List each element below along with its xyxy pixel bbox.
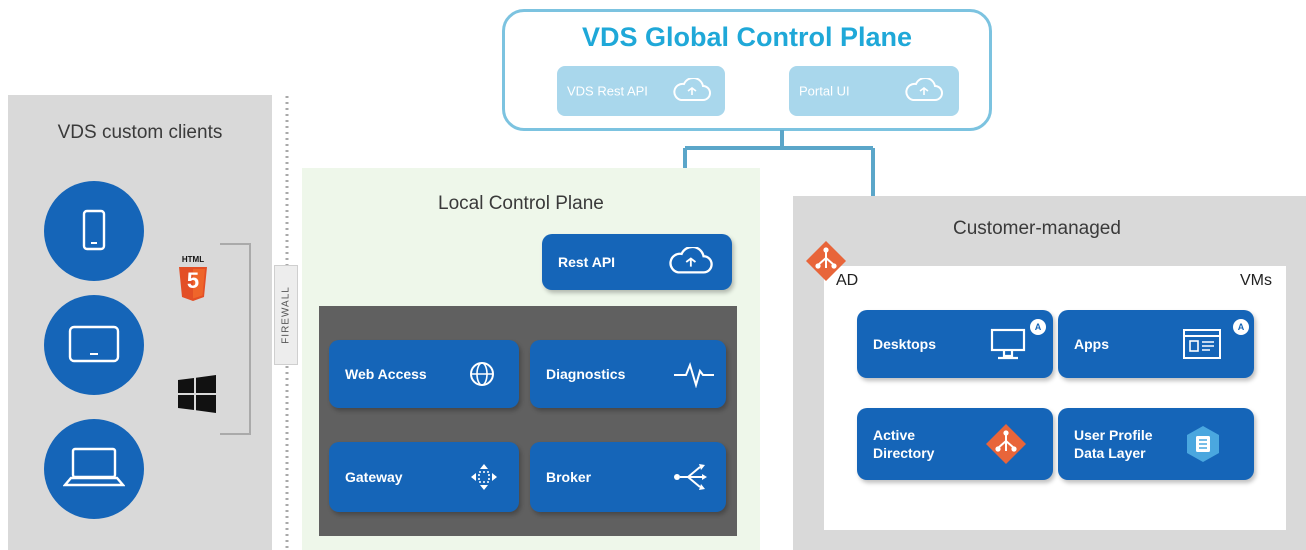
customer-title: Customer-managed bbox=[953, 218, 1121, 239]
global-title: VDS Global Control Plane bbox=[581, 22, 913, 52]
apps-badge: A bbox=[1233, 319, 1249, 335]
laptop-icon bbox=[63, 447, 125, 487]
portal-ui-tile: Portal UI bbox=[789, 66, 959, 116]
vds-rest-api-label: VDS Rest API bbox=[567, 83, 648, 99]
ad-diamond-icon bbox=[986, 424, 1026, 464]
connector-arrows bbox=[675, 130, 883, 214]
cloud-sync-icon bbox=[673, 78, 711, 101]
html5-digit: 5 bbox=[186, 268, 200, 293]
global-control-plane: VDS Global Control Plane VDS Rest API Po… bbox=[502, 9, 992, 131]
ad-diamond-icon bbox=[806, 241, 846, 281]
gateway-tile: Gateway bbox=[329, 442, 519, 512]
firewall-line bbox=[285, 96, 289, 550]
clients-title: VDS custom clients bbox=[57, 122, 223, 143]
diagnostics-tile: Diagnostics bbox=[530, 340, 726, 408]
move-arrows-icon bbox=[471, 464, 497, 490]
cloud-sync-icon bbox=[669, 247, 713, 274]
desktops-tile: Desktops A bbox=[857, 310, 1053, 378]
apps-label: Apps bbox=[1074, 336, 1109, 352]
app-window-icon bbox=[1183, 329, 1221, 359]
ad-label: AD bbox=[836, 272, 859, 289]
vds-rest-api-tile: VDS Rest API bbox=[557, 66, 725, 116]
active-directory-label-line2: Directory bbox=[873, 445, 935, 461]
apps-tile: Apps A bbox=[1058, 310, 1254, 378]
tablet-icon bbox=[68, 325, 120, 363]
phone-icon bbox=[82, 209, 106, 251]
user-profile-label-line2: Data Layer bbox=[1074, 445, 1146, 461]
gateway-label: Gateway bbox=[345, 469, 403, 485]
custom-clients-panel: VDS custom clients HTML 5 bbox=[8, 95, 272, 550]
apps-badge: A bbox=[1030, 319, 1046, 335]
firewall-label-box: FIREWALL bbox=[274, 265, 298, 365]
user-profile-label-line1: User Profile bbox=[1074, 427, 1153, 443]
html5-shield-icon bbox=[179, 267, 207, 301]
diagnostics-label: Diagnostics bbox=[546, 366, 626, 382]
web-access-label: Web Access bbox=[345, 366, 427, 382]
broker-tile: Broker bbox=[530, 442, 726, 512]
cloud-sync-icon bbox=[905, 78, 943, 101]
portal-ui-label: Portal UI bbox=[799, 83, 850, 99]
pulse-icon bbox=[674, 361, 714, 388]
firewall-label: FIREWALL bbox=[280, 286, 292, 344]
local-rest-api-label: Rest API bbox=[558, 254, 616, 270]
globe-icon bbox=[470, 362, 494, 386]
phone-client bbox=[44, 181, 144, 281]
vms-label: VMs bbox=[1240, 272, 1272, 289]
customer-inner-area: AD VMs bbox=[824, 266, 1286, 530]
client-bracket bbox=[220, 243, 251, 435]
local-title: Local Control Plane bbox=[438, 193, 604, 214]
laptop-client bbox=[44, 419, 144, 519]
share-branches-icon bbox=[674, 464, 707, 490]
windows-logo-icon bbox=[178, 375, 216, 413]
broker-label: Broker bbox=[546, 469, 592, 485]
local-rest-api-tile: Rest API bbox=[542, 234, 732, 290]
tablet-client bbox=[44, 295, 144, 395]
data-layer-icon bbox=[1187, 426, 1219, 462]
monitor-icon bbox=[990, 328, 1026, 360]
web-access-tile: Web Access bbox=[329, 340, 519, 408]
desktops-label: Desktops bbox=[873, 336, 937, 352]
html5-logo: HTML 5 bbox=[176, 255, 210, 315]
active-directory-label-line1: Active bbox=[873, 427, 916, 443]
html5-label: HTML bbox=[181, 255, 205, 264]
